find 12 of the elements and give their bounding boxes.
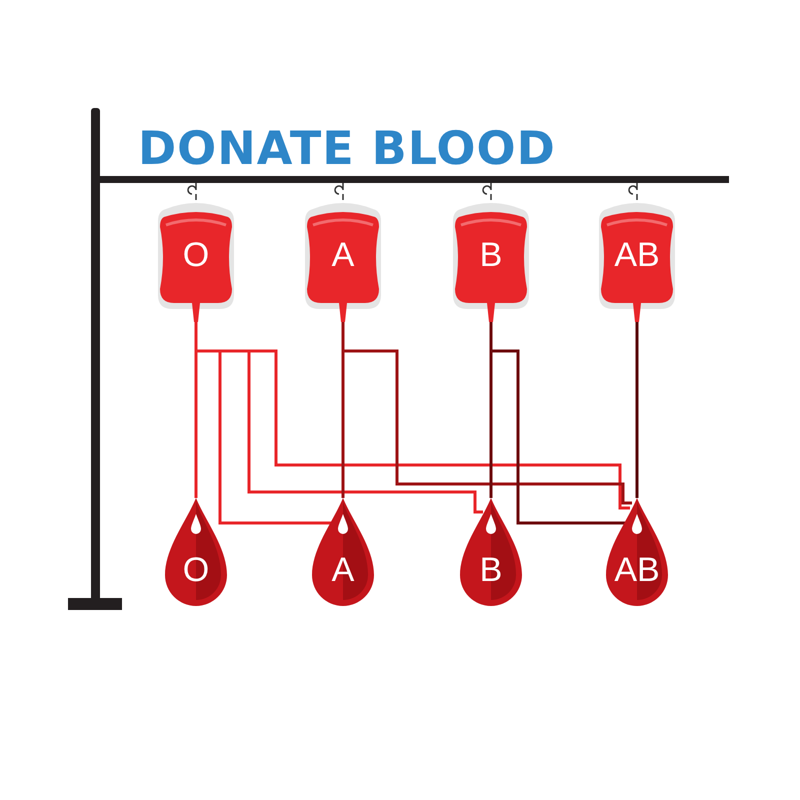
blood-type-label: AB — [613, 235, 661, 275]
blood-type-label: A — [330, 235, 356, 275]
title: DONATE BLOOD — [138, 122, 556, 174]
blood-type-label: B — [478, 235, 504, 275]
tube-line — [490, 322, 626, 524]
tube-line — [636, 322, 638, 498]
blood-type-label: AB — [613, 550, 661, 590]
blood-type-label: A — [330, 550, 356, 590]
blood-type-label: O — [182, 550, 210, 590]
tube-line — [342, 322, 632, 504]
blood-type-label: B — [478, 550, 504, 590]
blood-type-label: O — [182, 235, 210, 275]
